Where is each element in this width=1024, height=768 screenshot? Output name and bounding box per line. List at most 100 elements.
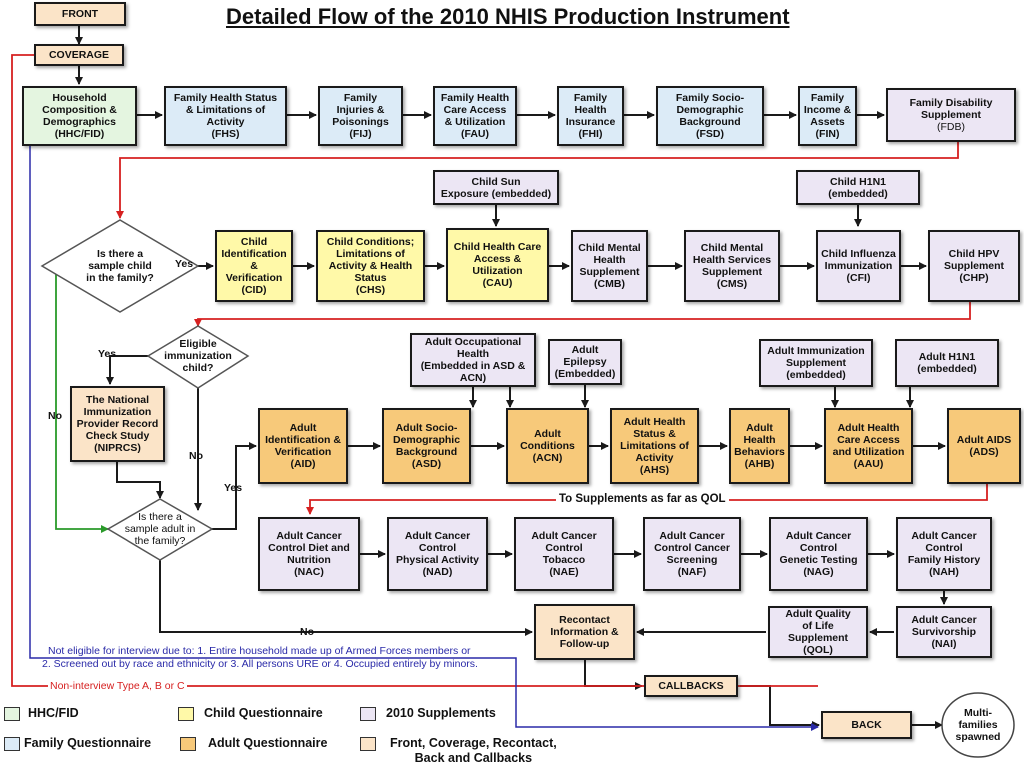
- immunization-diamond: [146, 325, 250, 389]
- fhi-label: Family Health Insurance (FHI): [565, 92, 616, 140]
- cmb-node[interactable]: Child Mental Health Supplement (CMB): [571, 230, 648, 302]
- cmb-label: Child Mental Health Supplement (CMB): [578, 242, 641, 290]
- aid-node[interactable]: Adult Identification & Verification (AID…: [258, 408, 348, 484]
- sample-adult-question: Is there a sample adult in the family?: [124, 511, 196, 547]
- not-eligible-note-2: 2. Screened out by race and ethnicity or…: [42, 658, 478, 670]
- coverage-label: COVERAGE: [48, 49, 110, 61]
- chp-node[interactable]: Child HPV Supplement (CHP): [928, 230, 1020, 302]
- fhs-node[interactable]: Family Health Status & Limitations of Ac…: [164, 86, 287, 146]
- not-eligible-note-1: Not eligible for interview due to: 1. En…: [48, 645, 471, 657]
- legend-family-label: Family Questionnaire: [24, 736, 152, 750]
- legend-adult-label: Adult Questionnaire: [208, 736, 328, 750]
- acn-node[interactable]: Adult Conditions (ACN): [506, 408, 589, 484]
- child-sun-node[interactable]: Child Sun Exposure (embedded): [433, 170, 559, 205]
- chp-label: Child HPV Supplement (CHP): [943, 248, 1005, 284]
- cms-label: Child Mental Health Services Supplement …: [692, 242, 772, 290]
- asd-node[interactable]: Adult Socio- Demographic Background (ASD…: [382, 408, 471, 484]
- callbacks-node[interactable]: CALLBACKS: [644, 675, 738, 697]
- front-node[interactable]: FRONT: [34, 2, 126, 26]
- child-yes-label: Yes: [175, 258, 194, 270]
- fij-node[interactable]: Family Injuries & Poisonings (FIJ): [318, 86, 403, 146]
- naf-label: Adult Cancer Control Cancer Screening (N…: [654, 530, 730, 578]
- immunization-question: Eligible immunization child?: [164, 338, 232, 374]
- nah-label: Adult Cancer Control Family History (NAH…: [907, 530, 981, 578]
- asd-label: Adult Socio- Demographic Background (ASD…: [392, 422, 461, 470]
- qol-node[interactable]: Adult Quality of Life Supplement (QOL): [768, 606, 868, 658]
- nag-node[interactable]: Adult Cancer Control Genetic Testing (NA…: [769, 517, 868, 591]
- niprcs-label: The National Immunization Provider Recor…: [76, 394, 159, 454]
- sample-adult-diamond: [106, 498, 214, 561]
- fhs-label: Family Health Status & Limitations of Ac…: [173, 92, 278, 140]
- fin-node[interactable]: Family Income & Assets (FIN): [798, 86, 857, 146]
- sample-child-diamond: [40, 219, 200, 313]
- recontact-node[interactable]: Recontact Information & Follow-up: [534, 604, 635, 660]
- nai-node[interactable]: Adult Cancer Survivorship (NAI): [896, 606, 992, 658]
- cid-node[interactable]: Child Identification & Verification (CID…: [215, 230, 293, 302]
- immunization-yes-label: Yes: [98, 348, 117, 360]
- child-h1n1-node[interactable]: Child H1N1 (embedded): [796, 170, 920, 205]
- nae-label: Adult Cancer Control Tobacco (NAE): [531, 530, 597, 578]
- adult-yes-label: Yes: [224, 482, 243, 494]
- legend-child-label: Child Questionnaire: [204, 706, 323, 720]
- fsd-node[interactable]: Family Socio- Demographic Background (FS…: [656, 86, 764, 146]
- non-interview-note: Non-interview Type A, B or C: [48, 680, 187, 692]
- legend-supp-label: 2010 Supplements: [386, 706, 496, 720]
- child-sun-label: Child Sun Exposure (embedded): [440, 175, 552, 200]
- adult-occupational-node[interactable]: Adult Occupational Health (Embedded in A…: [410, 333, 536, 387]
- nah-node[interactable]: Adult Cancer Control Family History (NAH…: [896, 517, 992, 591]
- chs-label: Child Conditions; Limitations of Activit…: [326, 236, 415, 296]
- no-child-label: No: [48, 410, 62, 422]
- legend-hhc-label: HHC/FID: [28, 706, 79, 720]
- cau-node[interactable]: Child Health Care Access & Utilization (…: [446, 228, 549, 302]
- diagram-title: Detailed Flow of the 2010 NHIS Productio…: [226, 4, 790, 29]
- fdb-code: (FDB): [937, 121, 965, 133]
- ahb-label: Adult Health Behaviors (AHB): [734, 422, 785, 470]
- hhc-label: Household Composition & Demographics (HH…: [42, 92, 117, 140]
- nae-node[interactable]: Adult Cancer Control Tobacco (NAE): [514, 517, 614, 591]
- nag-label: Adult Cancer Control Genetic Testing (NA…: [779, 530, 858, 578]
- hhc-fid-node[interactable]: Household Composition & Demographics (HH…: [22, 86, 137, 146]
- coverage-node[interactable]: COVERAGE: [34, 44, 124, 66]
- back-node[interactable]: BACK: [821, 711, 912, 739]
- to-supplements-label: To Supplements as far as QOL: [556, 493, 729, 505]
- adult-no-label: No: [300, 626, 314, 638]
- fdb-to-child-arrow: [116, 142, 959, 219]
- nad-node[interactable]: Adult Cancer Control Physical Activity (…: [387, 517, 488, 591]
- aau-node[interactable]: Adult Health Care Access and Utilization…: [824, 408, 913, 484]
- adult-h1n1-node[interactable]: Adult H1N1 (embedded): [895, 339, 999, 387]
- fij-label: Family Injuries & Poisonings (FIJ): [332, 92, 389, 140]
- chs-node[interactable]: Child Conditions; Limitations of Activit…: [316, 230, 425, 302]
- fhi-node[interactable]: Family Health Insurance (FHI): [557, 86, 624, 146]
- not-eligible-arrow: [29, 146, 819, 731]
- fsd-label: Family Socio- Demographic Background (FS…: [675, 92, 745, 140]
- qol-label: Adult Quality of Life Supplement (QOL): [785, 608, 851, 656]
- ahs-node[interactable]: Adult Health Status & Limitations of Act…: [610, 408, 699, 484]
- adult-epilepsy-node[interactable]: Adult Epilepsy (Embedded): [548, 339, 622, 385]
- aau-label: Adult Health Care Access and Utilization…: [832, 422, 905, 470]
- legend-hhc-swatch: [4, 707, 20, 721]
- back-label: BACK: [851, 719, 882, 731]
- ads-node[interactable]: Adult AIDS (ADS): [947, 408, 1021, 484]
- niprcs-node[interactable]: The National Immunization Provider Recor…: [70, 386, 165, 462]
- front-label: FRONT: [61, 8, 99, 20]
- cfi-node[interactable]: Child Influenza Immunization (CFI): [816, 230, 901, 302]
- adult-immunization-node[interactable]: Adult Immunization Supplement (embedded): [759, 339, 873, 387]
- nac-node[interactable]: Adult Cancer Control Diet and Nutrition …: [258, 517, 360, 591]
- adult-occupational-label: Adult Occupational Health (Embedded in A…: [420, 336, 526, 384]
- naf-node[interactable]: Adult Cancer Control Cancer Screening (N…: [643, 517, 741, 591]
- child-h1n1-label: Child H1N1 (embedded): [828, 175, 888, 200]
- legend-front-label: Front, Coverage, Recontact, Back and Cal…: [390, 736, 557, 765]
- fau-node[interactable]: Family Health Care Access & Utilization …: [433, 86, 517, 146]
- adult-h1n1-label: Adult H1N1 (embedded): [917, 351, 977, 375]
- ahs-label: Adult Health Status & Limitations of Act…: [620, 416, 689, 476]
- fin-label: Family Income & Assets (FIN): [803, 92, 852, 140]
- cms-node[interactable]: Child Mental Health Services Supplement …: [684, 230, 780, 302]
- fdb-node[interactable]: Family Disability Supplement(FDB): [886, 88, 1016, 142]
- cid-label: Child Identification & Verification (CID…: [221, 236, 287, 296]
- ahb-node[interactable]: Adult Health Behaviors (AHB): [729, 408, 790, 484]
- multi-families-label: Multi- families spawned: [955, 707, 1001, 743]
- adult-epilepsy-label: Adult Epilepsy (Embedded): [554, 344, 616, 380]
- nad-label: Adult Cancer Control Physical Activity (…: [395, 530, 480, 578]
